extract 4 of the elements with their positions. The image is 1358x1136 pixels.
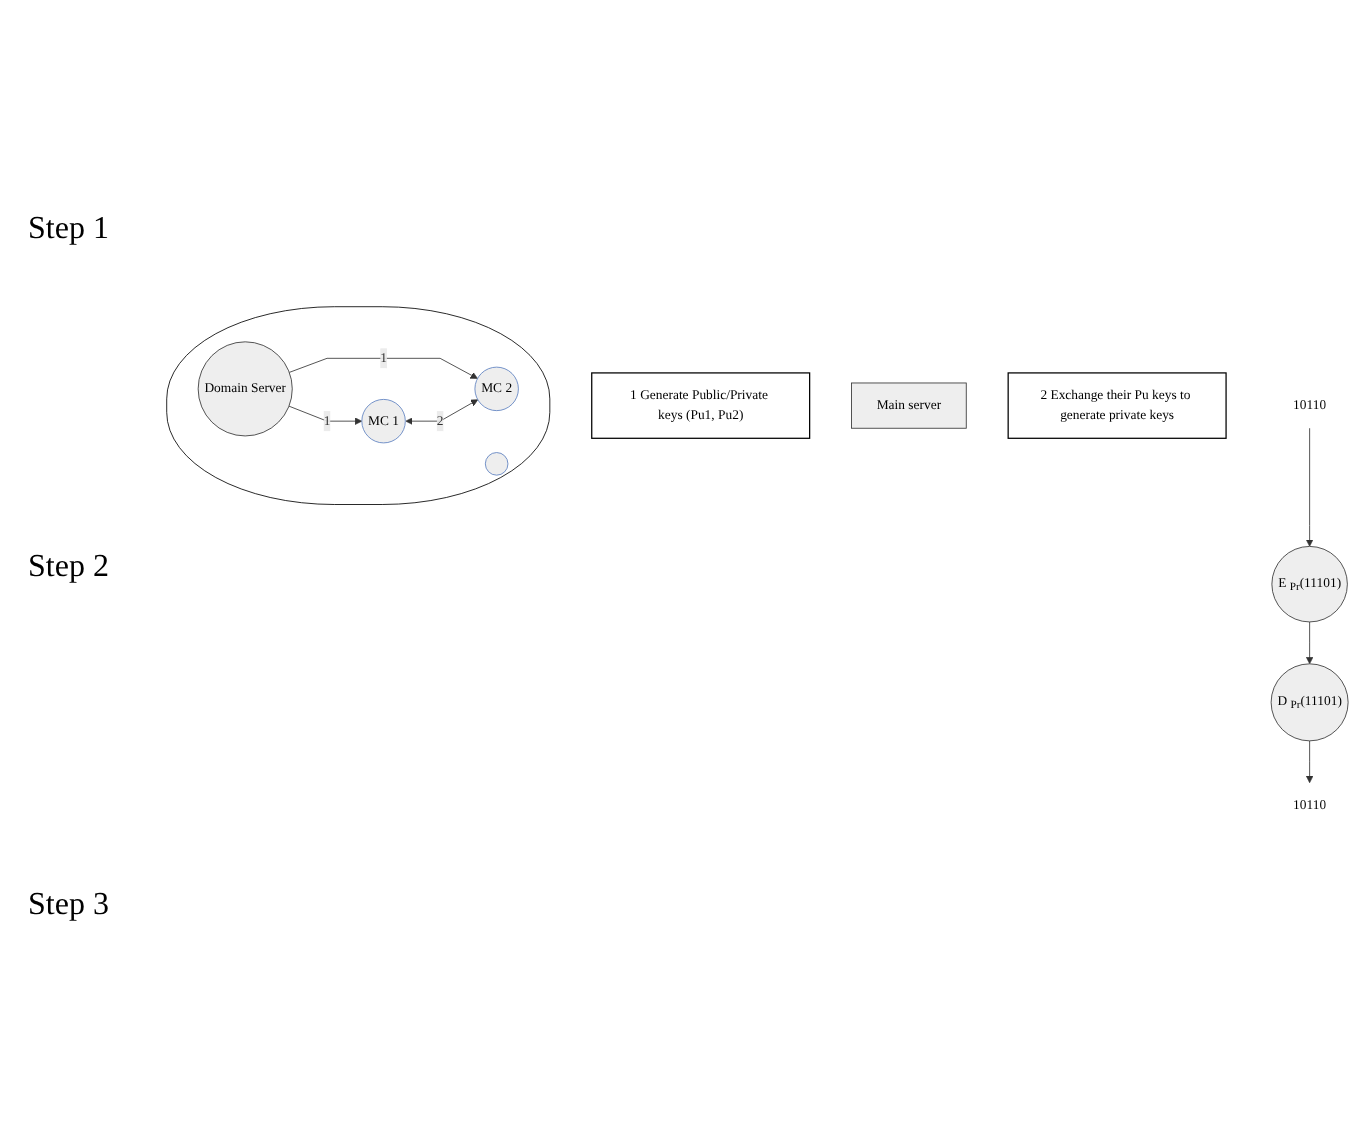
step-label: Step 2	[28, 549, 111, 586]
step-label: Step 1	[28, 211, 111, 248]
step-label: Step 3	[28, 888, 111, 925]
node-circle	[484, 452, 509, 477]
